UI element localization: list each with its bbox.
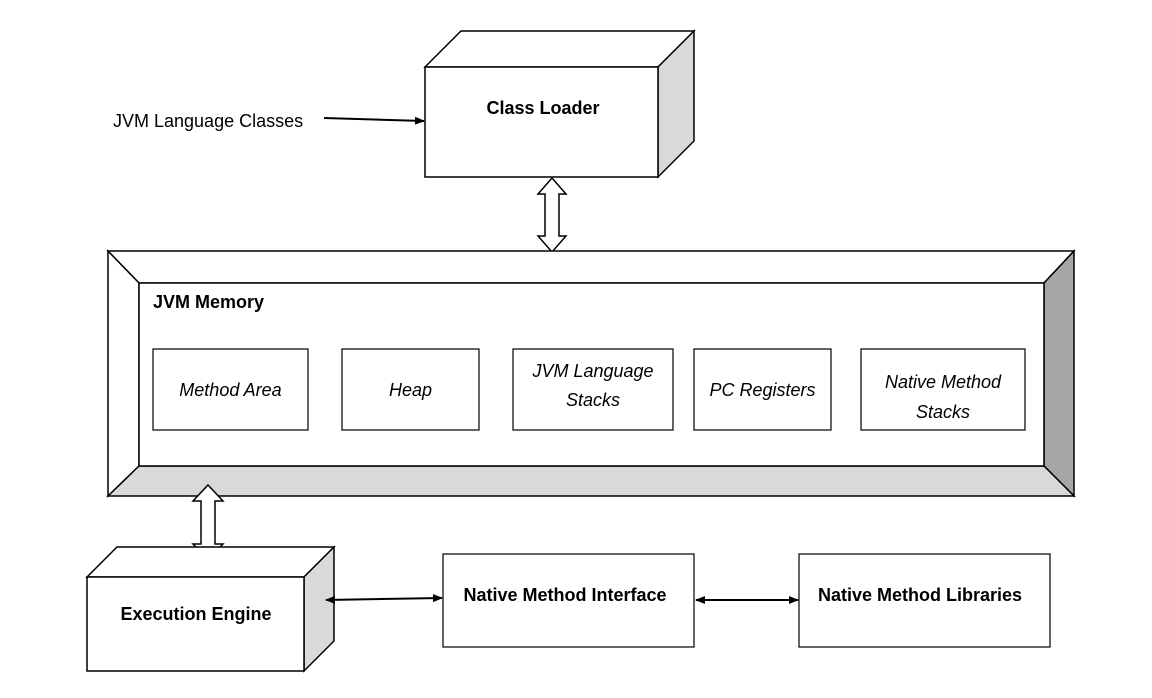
native-method-libraries-box: Native Method Libraries	[798, 553, 1051, 648]
jvm-memory-title: JVM Memory	[153, 292, 264, 312]
execution-engine-box: Execution Engine	[85, 545, 336, 673]
memory-area-heap: Heap	[341, 348, 480, 431]
memory-area-jvm-language-stacks: JVM Language Stacks	[512, 348, 674, 431]
class-loader-box: Class Loader	[423, 29, 696, 179]
memory-area-method-area: Method Area	[152, 348, 309, 431]
memory-area-label-line1: Native Method	[885, 372, 1002, 392]
memory-area-pc-registers: PC Registers	[693, 348, 832, 431]
memory-area-label-line2: Stacks	[916, 402, 970, 422]
memory-area-label: Heap	[389, 380, 432, 400]
native-method-interface-box: Native Method Interface	[442, 553, 695, 648]
memory-area-label: PC Registers	[709, 380, 815, 400]
memory-area-label-line2: Stacks	[566, 390, 620, 410]
memory-area-label: Method Area	[179, 380, 281, 400]
native-method-libraries-label: Native Method Libraries	[818, 585, 1022, 605]
native-method-interface-label: Native Method Interface	[463, 585, 666, 605]
input-arrow	[323, 116, 425, 125]
memory-area-label-line1: JVM Language	[531, 361, 653, 381]
engine-interface-arrow	[325, 594, 443, 604]
loader-memory-double-arrow	[536, 176, 568, 254]
execution-engine-label: Execution Engine	[120, 604, 271, 624]
input-label: JVM Language Classes	[113, 111, 303, 131]
memory-area-native-method-stacks: Native Method Stacks	[860, 348, 1026, 431]
class-loader-label: Class Loader	[486, 98, 599, 118]
